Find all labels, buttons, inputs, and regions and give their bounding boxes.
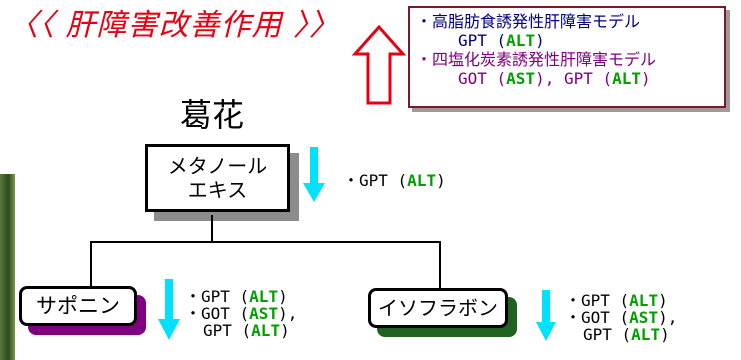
leaf-photo (0, 174, 15, 360)
connector-left (90, 241, 92, 287)
result-saponin: ・GPT (ALT) ・GOT (AST), GPT (ALT) (185, 288, 297, 339)
model-high-fat-result: GPT (ALT) (458, 31, 545, 50)
connector-right (439, 241, 441, 289)
ast-highlight: AST (249, 304, 279, 323)
model-high-fat-label: ・高脂肪食誘発性肝障害モデル (416, 12, 641, 31)
model-ccl4-result: GOT (AST), GPT (ALT) (458, 69, 651, 88)
result-saponin-gpt2: GPT (ALT) (203, 321, 290, 340)
alt-highlight: ALT (629, 291, 659, 310)
alt-highlight: ALT (251, 321, 281, 340)
page-title: 〈〈 肝障害改善作用 〉〉 (8, 8, 341, 43)
result-isoflavone-gpt: ・GPT (ALT) (565, 291, 668, 310)
node-methanol-line1: メタノール (167, 154, 268, 178)
node-methanol-line2: エキス (187, 178, 248, 202)
down-arrow-icon (536, 290, 556, 341)
alt-highlight: ALT (407, 171, 437, 190)
result-saponin-gpt: ・GPT (ALT) (185, 287, 288, 306)
connector-horizontal (90, 241, 441, 243)
alt-highlight: ALT (631, 325, 661, 344)
ast-highlight: AST (629, 308, 659, 327)
result-isoflavone-gpt2: GPT (ALT) (583, 325, 670, 344)
model-description-box: ・高脂肪食誘発性肝障害モデル GPT (ALT) ・四塩化炭素誘発性肝障害モデル… (408, 6, 726, 108)
hollow-up-arrow-icon (352, 24, 406, 105)
root-label: 葛花 (180, 96, 245, 134)
down-arrow-icon (158, 279, 180, 340)
result-methanol: ・GPT (ALT) (343, 171, 446, 190)
result-isoflavone: ・GPT (ALT) ・GOT (AST), GPT (ALT) (565, 292, 677, 343)
alt-highlight: ALT (249, 287, 279, 306)
node-isoflavone: イソフラボン (368, 288, 508, 328)
node-saponin: サポニン (19, 286, 137, 326)
result-saponin-got: ・GOT (AST), (185, 304, 298, 323)
down-arrow-icon (303, 147, 325, 202)
ast-highlight: AST (506, 69, 536, 88)
node-methanol-extract: メタノール エキス (145, 144, 290, 212)
result-isoflavone-got: ・GOT (AST), (565, 308, 678, 327)
model-ccl4-label: ・四塩化炭素誘発性肝障害モデル (416, 50, 657, 69)
alt-highlight: ALT (612, 69, 642, 88)
connector-vertical-main (211, 215, 213, 242)
alt-highlight: ALT (506, 31, 536, 50)
